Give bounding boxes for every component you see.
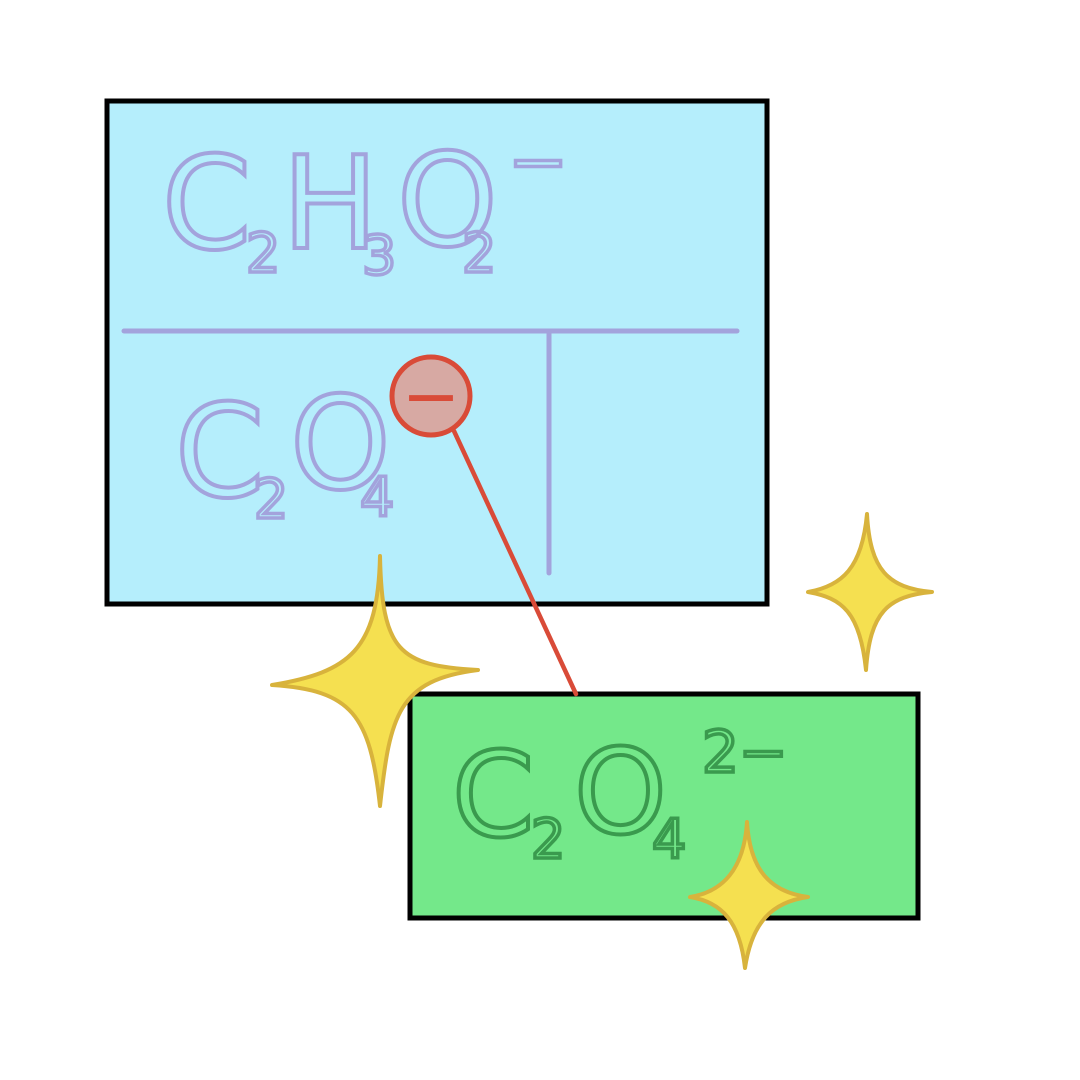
formula-oxalate-o: O: [574, 723, 667, 861]
formula-c2o4-top-c: C: [175, 378, 264, 527]
formula-oxalate-sub-2: 4: [652, 808, 686, 871]
formula-acetate-charge: −: [508, 119, 568, 203]
charge-marker-label: −: [402, 355, 461, 437]
formula-acetate: C 2 H 3 O 2 −: [160, 117, 570, 289]
formula-acetate-c: C: [162, 130, 251, 279]
formula-c2o4-top-sub-2: 4: [360, 466, 394, 529]
formula-oxalate-c: C: [452, 726, 534, 864]
formula-acetate-sub-3: 2: [462, 222, 496, 285]
formula-acetate-sub-1: 2: [246, 222, 280, 285]
formula-c2o4-top-sub-1: 2: [254, 468, 288, 531]
bottom-box: [407, 691, 921, 921]
top-box: [104, 98, 770, 607]
minus-circle-icon: −: [389, 354, 473, 438]
sparkle-bottom-icon: [688, 820, 810, 970]
formula-acetate-o: O: [397, 127, 498, 276]
sparkle-right-icon: [806, 512, 934, 672]
formula-acetate-sub-2: 3: [362, 224, 396, 287]
formula-c2o4-top-o: O: [290, 370, 391, 519]
formula-oxalate-sub-1: 2: [531, 808, 565, 871]
connector-line: [451, 428, 579, 697]
formula-oxalate-charge: 2−: [702, 718, 788, 786]
sparkle-large-icon: [270, 554, 480, 808]
formula-oxalate: C 2 O 4 2−: [450, 716, 789, 873]
formula-c2o4-top: C 2 O 4: [173, 368, 396, 533]
charge-marker-circle: [389, 354, 473, 438]
formula-acetate-h: H: [282, 130, 378, 279]
